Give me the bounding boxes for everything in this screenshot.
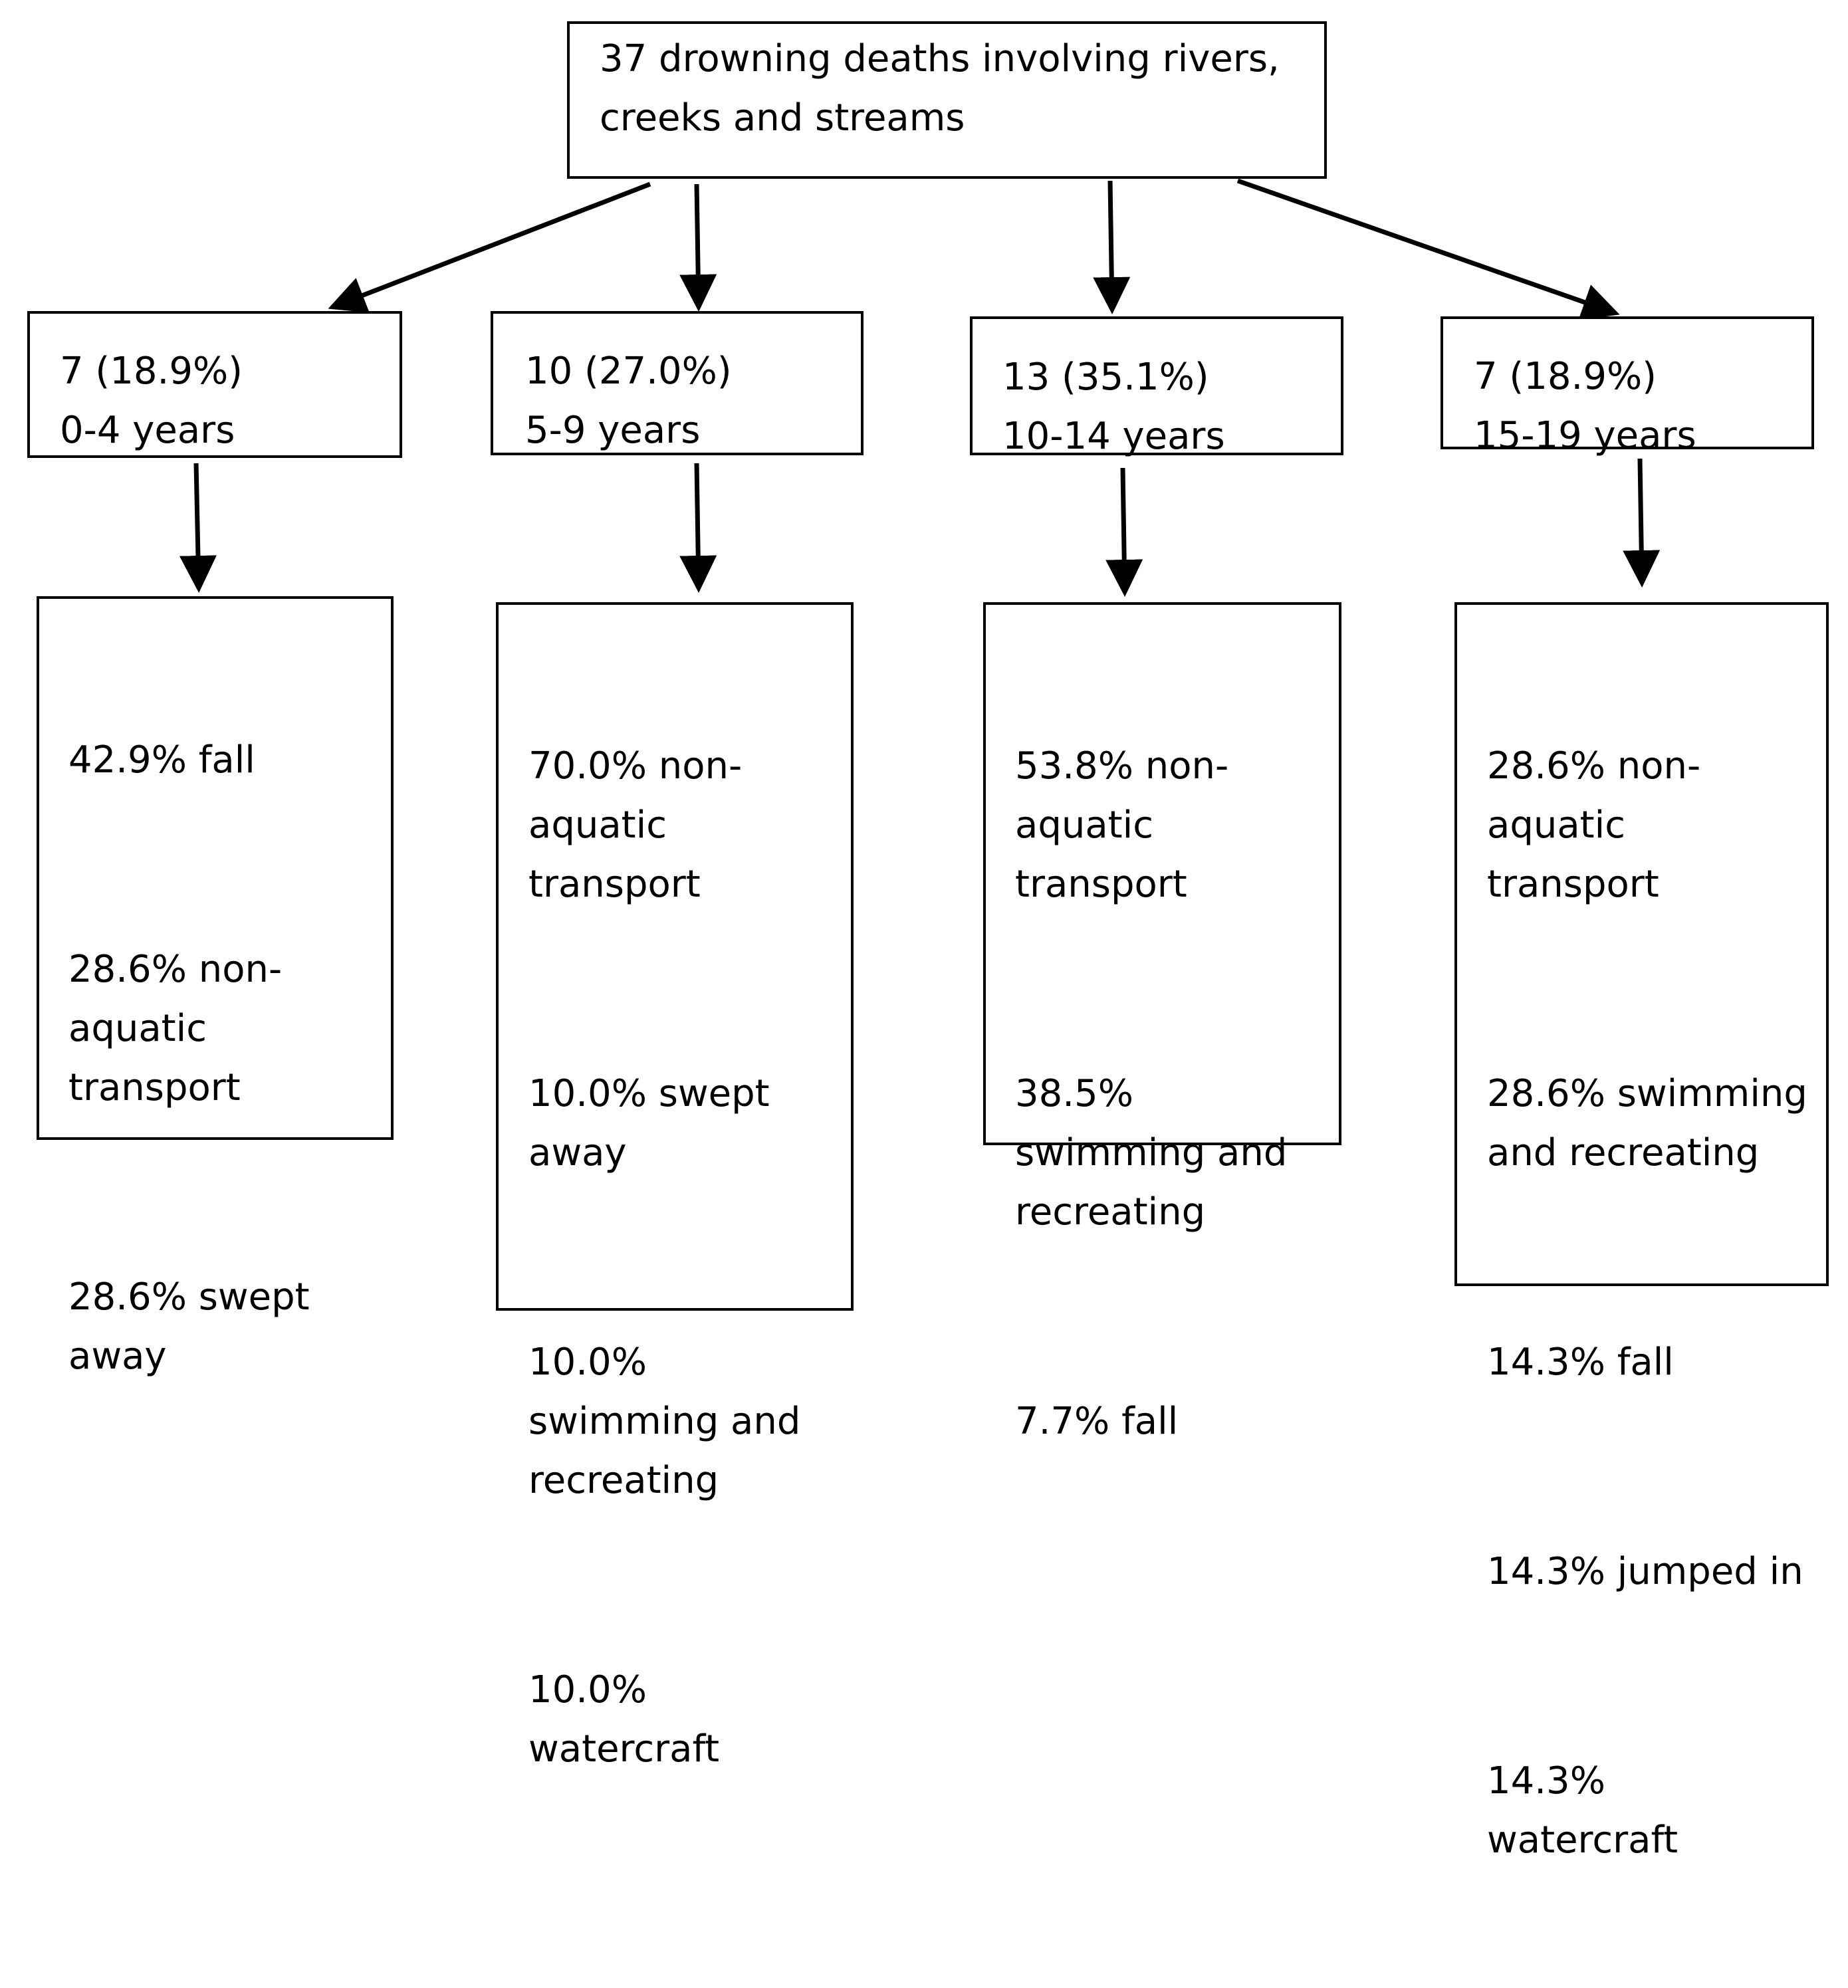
outcome-item: 38.5% swimming and recreating xyxy=(1015,1072,1288,1234)
arrow-root-to-age-15-19 xyxy=(1236,178,1620,320)
connector-arrows xyxy=(179,178,1661,597)
arrow-age-5-9-to-outcomes xyxy=(679,463,717,593)
outcome-item: 14.3% watercraft xyxy=(1487,1759,1678,1862)
outcome-item: 28.6% non- aquatic transport xyxy=(68,948,283,1109)
outcome-list: 42.9% fall 28.6% non- aquatic transport … xyxy=(68,612,310,1504)
outcome-node-0-4: 42.9% fall 28.6% non- aquatic transport … xyxy=(37,596,394,1378)
age-group-node-10-14: 13 (35.1%) 10-14 years xyxy=(970,316,1343,458)
arrow-root-to-age-5-9 xyxy=(679,183,717,312)
age-group-count: 7 (18.9%) xyxy=(1474,355,1657,398)
age-group-node-5-9: 10 (27.0%) 5-9 years xyxy=(491,311,864,455)
outcome-item: 53.8% non- aquatic transport xyxy=(1015,744,1229,906)
arrow-age-10-14-to-outcomes xyxy=(1105,467,1143,597)
root-node-line-2: creeks and streams xyxy=(600,96,965,140)
age-group-label: 15-19 years xyxy=(1474,414,1696,457)
outcome-item: 28.6% swimming and recreating xyxy=(1487,1072,1807,1174)
outcome-node-5-9: 70.0% non- aquatic transport 10.0% swept… xyxy=(496,602,854,1771)
arrow-age-0-4-to-outcomes xyxy=(179,463,217,593)
outcome-list: 70.0% non- aquatic transport 10.0% swept… xyxy=(528,618,800,1897)
outcome-item: 42.9% fall xyxy=(68,738,255,782)
outcome-item: 14.3% jumped in xyxy=(1487,1550,1803,1593)
outcome-item: 10.0% watercraft xyxy=(528,1668,720,1771)
outcome-item: 28.6% non- aquatic transport xyxy=(1487,744,1701,906)
outcome-item: 10.0% swept away xyxy=(528,1072,770,1174)
outcome-list: 53.8% non- aquatic transport 38.5% swimm… xyxy=(1015,618,1287,1569)
outcome-item: 28.6% swept away xyxy=(68,1275,310,1378)
outcome-node-10-14: 53.8% non- aquatic transport 38.5% swimm… xyxy=(983,602,1341,1443)
age-group-label: 0-4 years xyxy=(60,409,235,452)
outcome-list: 28.6% non- aquatic transport 28.6% swimm… xyxy=(1487,618,1807,1988)
age-group-label: 5-9 years xyxy=(525,409,701,452)
age-group-node-0-4: 7 (18.9%) 0-4 years xyxy=(27,311,402,458)
arrow-root-to-age-0-4 xyxy=(328,181,651,313)
root-node-line-1: 37 drowning deaths involving rivers, xyxy=(600,37,1280,80)
outcome-item: 70.0% non- aquatic transport xyxy=(528,744,743,906)
age-group-label: 10-14 years xyxy=(1002,415,1225,458)
root-node: 37 drowning deaths involving rivers, cre… xyxy=(567,21,1327,179)
age-group-count: 7 (18.9%) xyxy=(60,350,243,393)
arrow-root-to-age-10-14 xyxy=(1093,180,1131,314)
outcome-item: 7.7% fall xyxy=(1015,1400,1179,1443)
arrow-age-15-19-to-outcomes xyxy=(1623,458,1661,588)
outcome-item: 14.3% fall xyxy=(1487,1341,1674,1384)
age-group-count: 13 (35.1%) xyxy=(1002,356,1209,399)
age-group-node-15-19: 7 (18.9%) 15-19 years xyxy=(1441,316,1814,457)
age-group-count: 10 (27.0%) xyxy=(525,350,732,393)
outcome-node-15-19: 28.6% non- aquatic transport 28.6% swimm… xyxy=(1454,602,1829,1862)
outcome-item: 10.0% swimming and recreating xyxy=(528,1341,801,1502)
